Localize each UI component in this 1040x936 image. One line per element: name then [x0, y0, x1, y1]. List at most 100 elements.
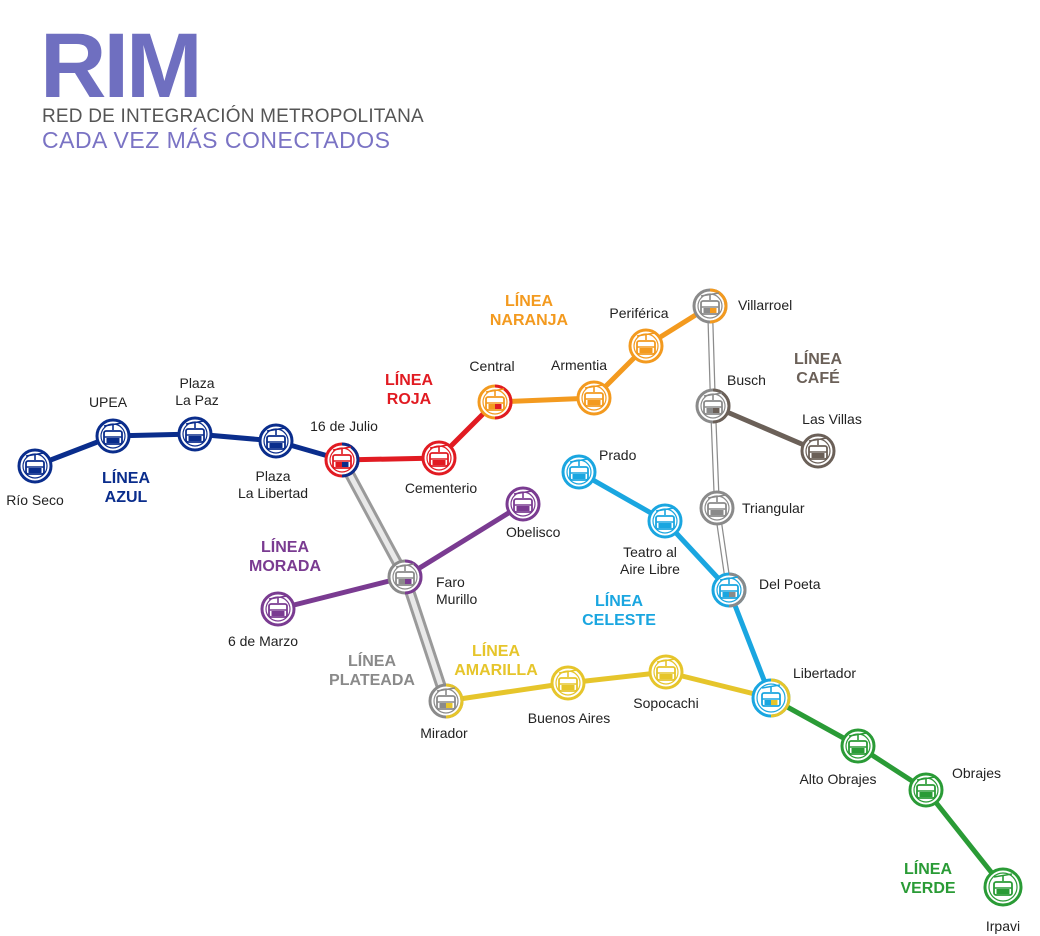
station-ring-secondary: [494, 384, 513, 420]
station-ring-secondary: [728, 572, 747, 608]
station-16-de-julio[interactable]: [324, 442, 360, 478]
cabin-fill-right-icon: [594, 400, 601, 405]
station-del-poeta[interactable]: [711, 572, 747, 608]
line-label-roja: LÍNEA: [385, 370, 433, 389]
station-ring-secondary: [445, 683, 464, 719]
station-obelisco[interactable]: [505, 486, 541, 522]
cabin-fill-left-icon: [658, 523, 665, 528]
cabin-fill-right-icon: [439, 460, 446, 465]
line-label-naranja: NARANJA: [490, 312, 569, 329]
line-label-cafe: LÍNEA: [794, 349, 842, 368]
header: RIM RED DE INTEGRACIÓN METROPOLITANA CAD…: [40, 20, 460, 155]
station-sopocachi[interactable]: [648, 654, 684, 690]
station-plaza-la-libertad[interactable]: [258, 423, 294, 459]
cabin-fill-right-icon: [818, 453, 825, 458]
cabin-fill-right-icon: [113, 438, 120, 443]
station-busch[interactable]: [695, 388, 731, 424]
station-armentia[interactable]: [576, 380, 612, 416]
cabin-fill-right-icon: [665, 523, 672, 528]
station-label-upea: UPEA: [89, 394, 128, 410]
station-upea[interactable]: [95, 418, 131, 454]
rim-logo: RIM: [40, 15, 203, 117]
station-layer: [17, 288, 1023, 907]
cabin-fill-right-icon: [342, 462, 349, 467]
station-inner-ring: [756, 683, 786, 713]
cabin-fill-left-icon: [639, 348, 646, 353]
station-irpavi[interactable]: [983, 867, 1023, 907]
cabin-fill-left-icon: [587, 400, 594, 405]
line-layer: [32, 303, 1006, 890]
station-label-cementerio: Cementerio: [405, 480, 478, 496]
station-ring-secondary: [341, 442, 360, 478]
cabin-fill-left-icon: [659, 674, 666, 679]
line-label-morada: MORADA: [249, 558, 321, 575]
network-subtitle: RED DE INTEGRACIÓN METROPOLITANA: [42, 106, 424, 127]
station-label-las-villas: Las Villas: [802, 411, 862, 427]
station-label-plaza-la-paz: La Paz: [175, 392, 219, 408]
cabin-fill-right-icon: [710, 308, 717, 313]
station-label-plaza-la-libertad: Plaza: [255, 468, 290, 484]
station-las-villas[interactable]: [800, 433, 836, 469]
station-villarroel[interactable]: [692, 288, 728, 324]
station-label-teatro-al-aire-libre: Aire Libre: [620, 561, 680, 577]
station-obrajes[interactable]: [908, 772, 944, 808]
station-label-periferica: Periférica: [609, 305, 668, 321]
cabin-fill-right-icon: [278, 611, 285, 616]
line-label-celeste: CELESTE: [582, 612, 656, 629]
cabin-fill-left-icon: [919, 792, 926, 797]
station-faro-murillo[interactable]: [387, 559, 423, 595]
cabin-fill-left-icon: [106, 438, 113, 443]
station-teatro-al-aire-libre[interactable]: [647, 503, 683, 539]
station-plaza-la-paz[interactable]: [177, 416, 213, 452]
station-periferica[interactable]: [628, 328, 664, 364]
cabin-fill-left-icon: [28, 468, 35, 473]
line-label-plateada: PLATEADA: [329, 672, 415, 689]
station-prado[interactable]: [561, 454, 597, 490]
cabin-fill-left-icon: [710, 510, 717, 515]
cabin-fill-right-icon: [717, 510, 724, 515]
line-label-verde: LÍNEA: [904, 859, 952, 878]
station-label-irpavi: Irpavi: [986, 918, 1020, 934]
cabin-fill-right-icon: [276, 443, 283, 448]
station-label-libertador: Libertador: [793, 665, 856, 681]
cabin-fill-left-icon: [188, 436, 195, 441]
cabin-fill-left-icon: [703, 308, 710, 313]
station-central[interactable]: [477, 384, 513, 420]
line-label-amarilla: AMARILLA: [454, 662, 538, 679]
station-cementerio[interactable]: [421, 440, 457, 476]
station-buenos-aires[interactable]: [550, 665, 586, 701]
station-label-del-poeta: Del Poeta: [759, 576, 821, 592]
station-inner-ring: [988, 872, 1018, 902]
line-label-azul: LÍNEA: [102, 468, 150, 487]
station-label-obrajes: Obrajes: [952, 765, 1001, 781]
cabin-fill-left-icon: [572, 474, 579, 479]
station-ring-secondary: [404, 559, 423, 595]
station-triangular[interactable]: [699, 490, 735, 526]
naranja-line-path: [492, 303, 713, 405]
cabin-fill-left-icon: [488, 404, 495, 409]
station-ring-secondary: [709, 288, 728, 324]
station-6-de-marzo[interactable]: [260, 591, 296, 627]
line-label-amarilla: LÍNEA: [472, 641, 520, 660]
cabin-fill-left-icon: [561, 685, 568, 690]
cabin-fill-right-icon: [195, 436, 202, 441]
line-label-roja: ROJA: [387, 391, 432, 408]
cabin-fill-left-icon: [996, 889, 1003, 894]
cabin-fill-left-icon: [764, 700, 771, 705]
line-label-cafe: CAFÉ: [796, 368, 840, 387]
cabin-fill-left-icon: [398, 579, 405, 584]
line-label-verde: VERDE: [900, 880, 955, 897]
station-label-central: Central: [469, 358, 514, 374]
cabin-fill-right-icon: [446, 703, 453, 708]
station-mirador[interactable]: [428, 683, 464, 719]
station-ring-secondary: [712, 388, 731, 424]
station-label-rio-seco: Río Seco: [6, 492, 64, 508]
station-libertador[interactable]: [751, 678, 791, 718]
station-label-busch: Busch: [727, 372, 766, 388]
station-rio-seco[interactable]: [17, 448, 53, 484]
cabin-fill-right-icon: [729, 592, 736, 597]
cabin-fill-right-icon: [926, 792, 933, 797]
station-label-faro-murillo: Faro: [436, 574, 465, 590]
station-alto-obrajes[interactable]: [840, 728, 876, 764]
